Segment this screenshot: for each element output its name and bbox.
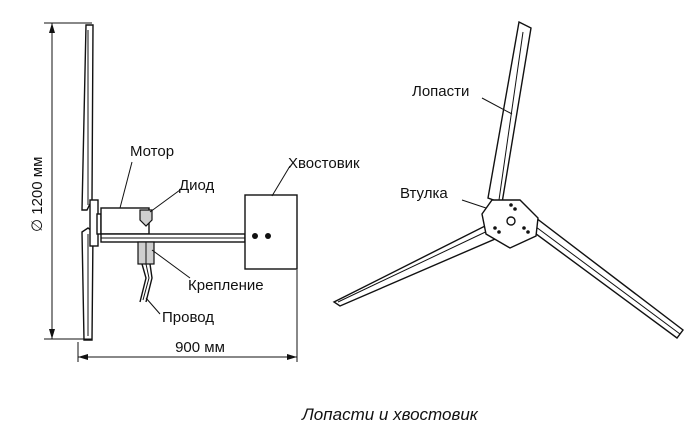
tail-vane (244, 194, 298, 270)
side-view: ∅ 1200 мм (29, 22, 360, 362)
right-blade (526, 217, 684, 339)
hub-label: Втулка (400, 185, 448, 202)
lower-blade-side (81, 227, 94, 341)
bolt-1 (252, 233, 258, 239)
wire-label: Провод (162, 309, 214, 326)
diameter-dimension: ∅ 1200 мм (29, 22, 92, 340)
front-hub (481, 199, 539, 249)
motor-label: Мотор (130, 143, 174, 160)
diode (139, 209, 153, 227)
caption: Лопасти и хвостовик (301, 405, 479, 424)
diode-label: Диод (179, 177, 215, 194)
wire (139, 263, 153, 303)
length-dimension: 900 мм (77, 270, 298, 362)
tail-label: Хвостовик (288, 155, 360, 172)
mount-label: Крепление (188, 277, 264, 294)
length-label: 900 мм (175, 339, 225, 356)
bolt-2 (265, 233, 271, 239)
front-view: Лопасти Втулка (332, 20, 684, 339)
blades-label: Лопасти (412, 83, 469, 100)
hub-center (506, 216, 516, 226)
diameter-label: ∅ 1200 мм (29, 157, 46, 232)
